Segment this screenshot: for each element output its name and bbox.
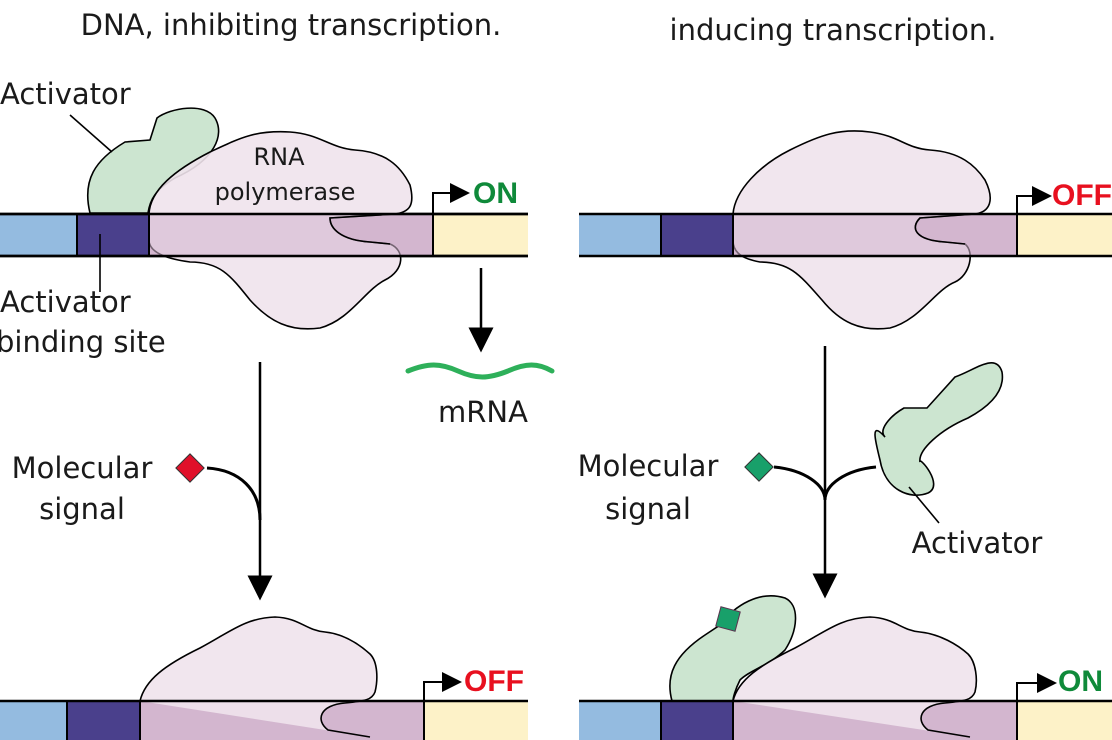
activator-protein-bound [669,595,797,702]
molecular-signal-label-2: signal [39,492,125,526]
rna-polymerase-label-2: polymerase [215,178,356,206]
binding-site-label-2: binding site [0,325,166,359]
state-off-left-bottom: OFF [464,665,524,698]
molecular-signal-green-icon [744,452,774,482]
state-off-right-top: OFF [1052,179,1112,212]
activator-protein-free [874,362,1004,496]
bound-signal-icon [715,606,741,632]
activator-label-right: Activator [912,526,1043,560]
molecular-signal-label-1: Molecular [12,451,153,485]
left-top-panel: RNA polymerase Activator Activator bindi… [0,77,555,429]
binding-site-label-1: Activator [0,285,131,319]
activator-binding-site [77,214,149,256]
rna-polymerase [139,616,378,738]
mrna-label: mRNA [438,395,528,429]
caption-right: inducing transcription. [670,13,997,47]
molecular-signal-red-icon [175,453,205,483]
right-bottom-panel: ON [579,595,1112,740]
right-top-panel: OFF [579,130,1112,330]
mrna-strand-icon [405,362,555,380]
molecular-signal-label-2: signal [605,492,691,526]
gene-segment [433,214,528,256]
rna-polymerase-label-1: RNA [253,143,305,171]
transcription-start-arrow-icon [1016,186,1052,214]
transcription-start-arrow-icon [423,672,462,701]
molecular-signal-label-1: Molecular [578,449,719,483]
left-transition: Molecular signal [12,362,273,601]
right-transition: Molecular signal Activator [578,346,1043,599]
state-on-right-bottom: ON [1058,665,1103,698]
dna-segment-upstream [0,214,77,256]
caption-left: DNA, inhibiting transcription. [81,8,502,42]
state-on-left-top: ON [473,177,518,210]
transcription-start-arrow-icon [432,183,470,214]
rna-polymerase [732,616,978,738]
left-bottom-panel: OFF [0,616,528,740]
transcription-start-arrow-icon [1016,673,1057,701]
activator-label: Activator [0,77,131,111]
